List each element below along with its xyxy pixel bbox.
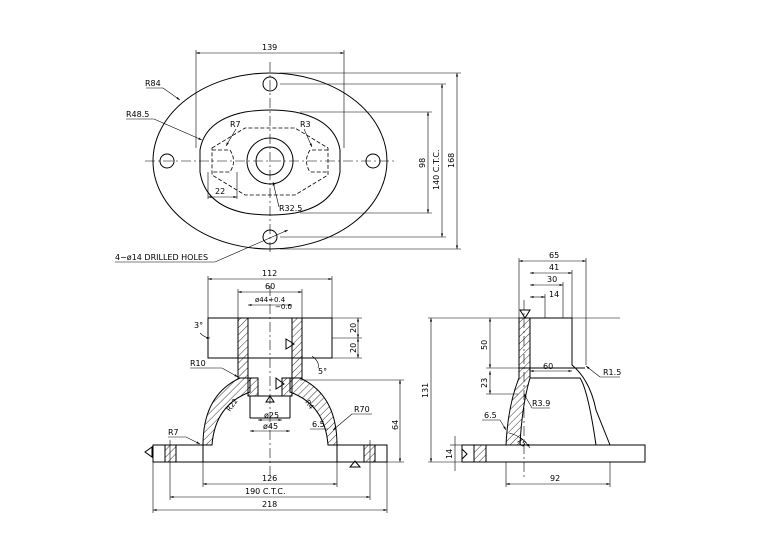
bore-wall-left [237,317,249,379]
r70-leader [332,413,372,431]
dim-20a-label: 20 [349,323,358,333]
bolt-hole-top [262,76,278,92]
flange-hatch-left [164,444,177,463]
r10-leader [190,367,239,378]
r3-9-leader [523,393,550,409]
side-boss-hatch [518,317,531,369]
slot-left [212,149,234,173]
r7-top-leader [225,128,237,147]
dim-6-5-front-label: 6.5 [312,420,325,429]
dim-60-label: 60 [265,282,275,291]
r7-front-leader [168,436,201,445]
dim-23-label: 23 [480,378,489,388]
side-base-outline [461,444,646,463]
dim-14top-label: 14 [549,290,559,299]
dim-139-label: 139 [262,43,277,52]
dim-131-label: 131 [421,383,430,398]
holes-note-leader [115,229,289,263]
machining-symbol-5 [348,460,362,468]
r3-9-label: R3.9 [532,399,550,408]
dim-6-5-side-label: 6.5 [484,411,497,420]
side-rib-edge [530,377,597,446]
bolt-hole-left [159,153,175,169]
front-view: 112 60 ø44+0.4 −0.0 20 20 3° 5° R10 R22 [144,269,404,513]
top-view: 139 98 140 C.T.C. 168 R84 R48.5 R7 R3 22 [115,43,461,263]
side-base-hatch [473,444,487,463]
machining-symbol-2 [275,377,285,390]
r84-label: R84 [145,79,161,88]
dim-20b-label: 20 [349,343,358,353]
bore-inner [255,146,285,176]
dim-64-label: 64 [391,420,400,430]
angle-75-label: 75° [515,436,532,452]
angle-5-label: 5° [318,367,327,376]
side-view: 65 41 30 14 50 60 R1.5 23 R3.9 6.5 [421,251,646,487]
bolt-hole-bottom [262,229,278,245]
bolt-hole-right [365,153,381,169]
dim-190-label: 190 C.T.C. [245,487,286,496]
r3-leader [303,128,313,148]
r84-leader [146,87,181,101]
dim-6-5-side-leader [482,419,507,431]
r7-top-label: R7 [230,120,241,129]
dim-98-label: 98 [418,158,427,168]
machining-symbol-side-top [519,309,531,319]
r1-5-label: R1.5 [603,368,621,377]
dia-25-label: ø25 [264,411,279,420]
machining-symbol-1 [285,338,295,350]
angle-75-arc [508,432,531,449]
r1-5-leader [585,365,620,378]
upper-body-outline [211,127,329,196]
dia-45-label: ø45 [263,422,278,431]
machining-symbol-3 [265,395,275,403]
dim-60-side-label: 60 [543,362,553,371]
inner-boss-outline [199,109,341,216]
angle-3-arc [199,332,211,340]
neck-wall-left [247,377,259,397]
bore-tol-main: ø44+0.4 [255,296,286,304]
angle-3-label: 3° [194,321,203,330]
r3-label: R3 [300,120,311,129]
base-flange-left [152,444,204,463]
dim-218-label: 218 [262,500,277,509]
dim-22-label: 22 [215,187,225,196]
dim-41-label: 41 [549,263,559,272]
base-flange-right [336,444,388,463]
r10-label: R10 [190,359,206,368]
r48-5-label: R48.5 [126,110,149,119]
side-rib-outline [530,317,611,446]
machining-symbol-4 [144,446,153,458]
dim-140-label: 140 C.T.C. [432,149,441,190]
flange-hatch-right [363,444,376,463]
dim-126-label: 126 [262,474,277,483]
r7-front-label: R7 [168,428,179,437]
bore-wall-right [291,317,303,379]
r32-5-label: R32.5 [279,204,302,213]
slot-right [306,149,328,173]
r70-label: R70 [354,405,370,414]
dim-65-label: 65 [549,251,559,260]
dim-30-label: 30 [547,275,557,284]
neck-wall-right [281,377,293,397]
dim-92-label: 92 [550,474,560,483]
dome-wall-right [289,377,338,446]
bore-tol-low: −0.0 [275,303,292,311]
r32-5-leader [272,181,280,208]
r48-5-leader [126,118,203,141]
dim-50-label: 50 [480,340,489,350]
angle-5-arc [311,355,319,369]
dim-14-label: 14 [445,449,454,459]
dome-wall-left [202,377,251,446]
dim-112-label: 112 [262,269,277,278]
dim-168-label: 168 [447,153,456,168]
side-neck-hatch [505,367,531,446]
holes-note-label: 4−ø14 DRILLED HOLES [115,253,208,262]
bore-outer [246,137,294,185]
machining-symbol-side [461,447,468,461]
